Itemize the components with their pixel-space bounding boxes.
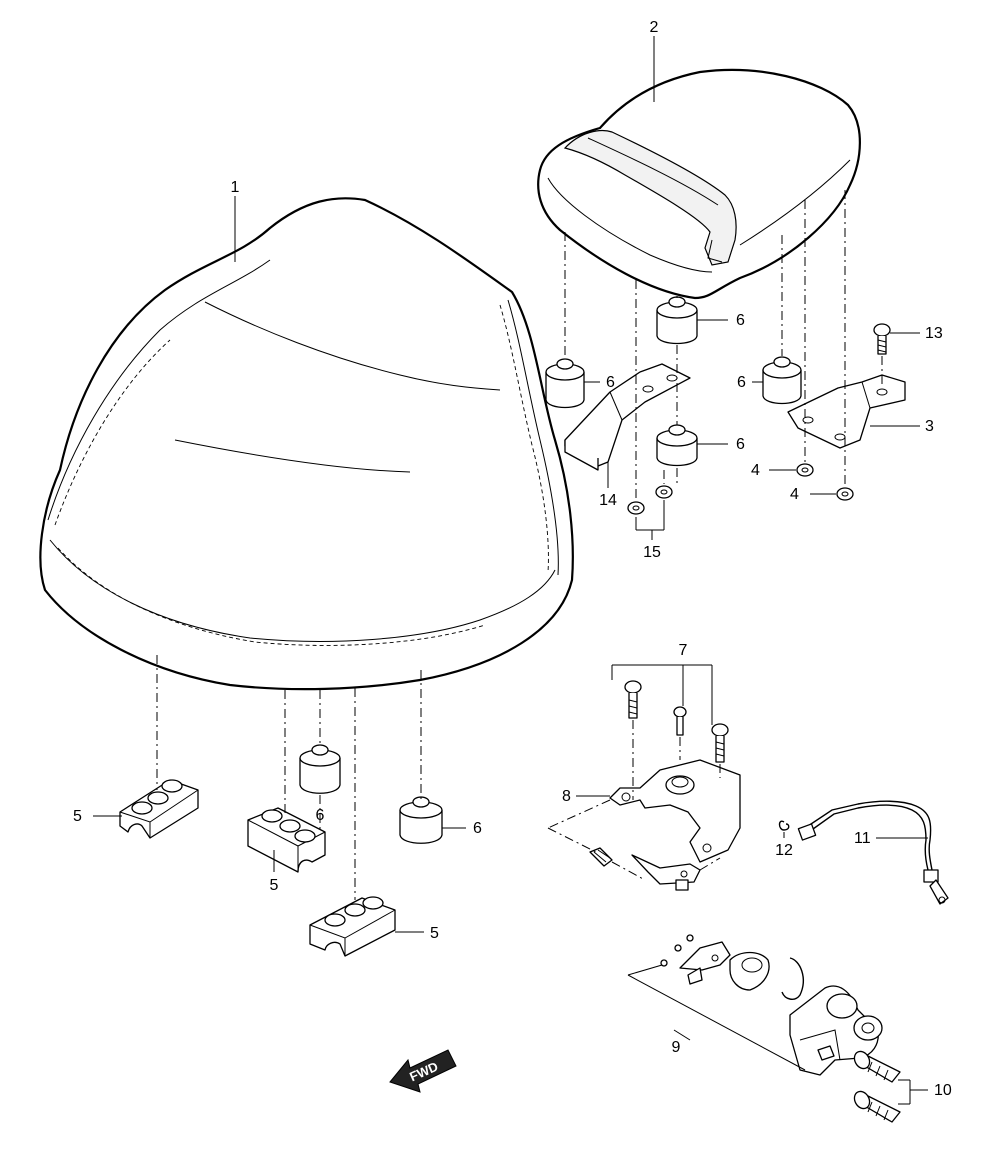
damper-6-f (399, 796, 443, 844)
callout-labels: 1 2 3 4 4 5 5 5 6 6 6 6 6 6 7 8 9 10 11 … (73, 19, 952, 1099)
bolts-7 (624, 680, 729, 763)
damper-6-a (545, 358, 585, 409)
callout-11: 11 (854, 830, 871, 847)
block-5-c (309, 896, 396, 957)
damper-6-e (299, 744, 341, 794)
callout-4-b: 4 (790, 486, 799, 503)
nut-15-b (655, 485, 673, 499)
callout-10: 10 (934, 1082, 952, 1099)
damper-6-c (656, 424, 698, 467)
callout-5-a: 5 (73, 808, 82, 825)
nut-4-a (796, 463, 814, 477)
callout-7: 7 (679, 642, 688, 659)
damper-6-b (656, 296, 698, 345)
callout-5-c: 5 (430, 925, 439, 942)
callout-8: 8 (562, 788, 571, 805)
front-seat (39, 197, 574, 691)
callout-6-d: 6 (737, 374, 746, 391)
bracket-3 (787, 374, 906, 449)
callout-2: 2 (650, 19, 659, 36)
leader-lines (93, 36, 928, 1105)
rear-seat (537, 68, 861, 300)
block-5-b (247, 807, 326, 873)
callout-5-b: 5 (270, 877, 279, 894)
callout-14: 14 (599, 492, 617, 509)
callout-15: 15 (643, 544, 661, 561)
callout-3: 3 (925, 418, 934, 435)
callout-1: 1 (231, 179, 240, 196)
nut-15-a (627, 501, 645, 515)
clip-12 (778, 820, 790, 831)
callout-9: 9 (672, 1039, 681, 1056)
callout-6-f: 6 (473, 820, 482, 837)
block-5-a (119, 779, 199, 839)
callout-13: 13 (925, 325, 943, 342)
lock-assembly-9 (660, 934, 883, 1076)
assembly-lines (156, 190, 883, 900)
callout-6-b: 6 (606, 374, 615, 391)
callout-6-e: 6 (316, 807, 325, 824)
bolt-13 (873, 323, 891, 355)
bracket-14 (564, 363, 691, 471)
nut-4-b (836, 487, 854, 501)
lock-bracket-8 (589, 759, 741, 891)
callout-4-a: 4 (751, 462, 760, 479)
damper-6-d (762, 356, 802, 405)
bolts-10 (853, 1050, 901, 1123)
callout-6-a: 6 (736, 312, 745, 329)
cable-11 (797, 800, 949, 905)
callout-6-c: 6 (736, 436, 745, 453)
callout-12: 12 (775, 842, 793, 859)
fwd-arrow-icon: FWD (389, 1049, 457, 1093)
